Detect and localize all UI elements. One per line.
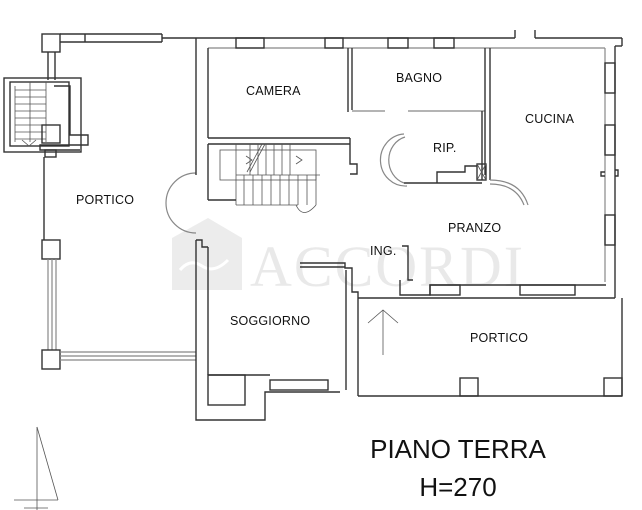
watermark: ACCORDI bbox=[172, 218, 525, 299]
house-walls bbox=[195, 30, 623, 421]
plan-height-label: H=270 bbox=[419, 472, 496, 502]
room-label-ingresso: ING. bbox=[370, 244, 397, 258]
room-label-portico-west: PORTICO bbox=[76, 193, 134, 207]
room-label-soggiorno: SOGGIORNO bbox=[230, 314, 310, 328]
room-label-portico-south: PORTICO bbox=[470, 331, 528, 345]
room-label-camera: CAMERA bbox=[246, 84, 301, 98]
west-portico-structure bbox=[3, 33, 197, 370]
plan-title: PIANO TERRA bbox=[370, 434, 546, 464]
watermark-text: ACCORDI bbox=[250, 234, 525, 299]
room-label-rip: RIP. bbox=[433, 141, 457, 155]
watermark-logo-icon bbox=[172, 218, 242, 290]
room-label-bagno: BAGNO bbox=[396, 71, 442, 85]
room-label-pranzo: PRANZO bbox=[448, 221, 501, 235]
north-arrow-icon bbox=[14, 426, 59, 510]
room-labels: PORTICO CAMERA BAGNO CUCINA RIP. PRANZO … bbox=[76, 71, 575, 345]
room-label-cucina: CUCINA bbox=[525, 112, 575, 126]
